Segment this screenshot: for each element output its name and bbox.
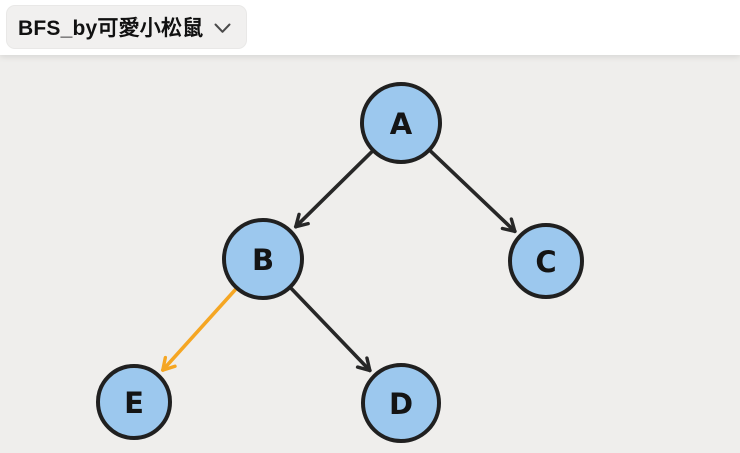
node-circle-C: [508, 223, 584, 299]
node-E: E: [96, 364, 172, 440]
node-label-D: D: [389, 387, 413, 421]
header-bar: BFS_by可愛小松鼠: [0, 0, 740, 55]
node-circle-E: [96, 364, 172, 440]
node-circle-D: [361, 363, 441, 443]
node-C: C: [508, 223, 584, 299]
node-circle-A: [360, 82, 442, 164]
node-circle-B: [222, 218, 304, 300]
bfs-tree-svg: A B C D E: [96, 82, 584, 443]
edge-A-B: [293, 149, 375, 229]
node-label-C: C: [535, 245, 556, 279]
edge-A-C: [428, 148, 517, 234]
edge-B-E: [161, 286, 239, 372]
node-label-B: B: [252, 243, 274, 277]
node-label-A: A: [390, 107, 413, 141]
chevron-down-icon: [214, 23, 231, 34]
diagram-title-dropdown[interactable]: BFS_by可愛小松鼠: [6, 5, 248, 49]
node-D: D: [361, 363, 441, 443]
edge-B-D: [288, 286, 372, 373]
node-B: B: [222, 218, 304, 300]
diagram-title: BFS_by可愛小松鼠: [18, 17, 204, 40]
node-label-E: E: [124, 386, 144, 420]
node-A: A: [360, 82, 442, 164]
diagram-canvas: A B C D E: [0, 55, 740, 453]
